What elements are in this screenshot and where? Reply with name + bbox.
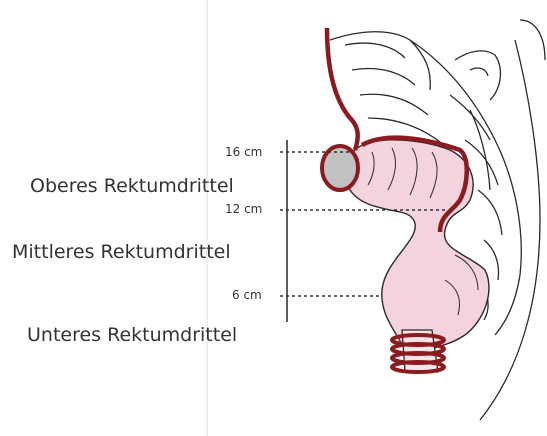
middle-rectum-label: Mittleres Rektumdrittel xyxy=(12,241,231,263)
depth-tick-12cm: 12 cm xyxy=(225,202,262,216)
depth-tick-16cm: 16 cm xyxy=(225,145,262,159)
depth-tick-6cm: 6 cm xyxy=(232,288,262,302)
upper-rectum-label: Oberes Rektumdrittel xyxy=(30,175,234,197)
lower-rectum-label: Unteres Rektumdrittel xyxy=(27,324,237,346)
